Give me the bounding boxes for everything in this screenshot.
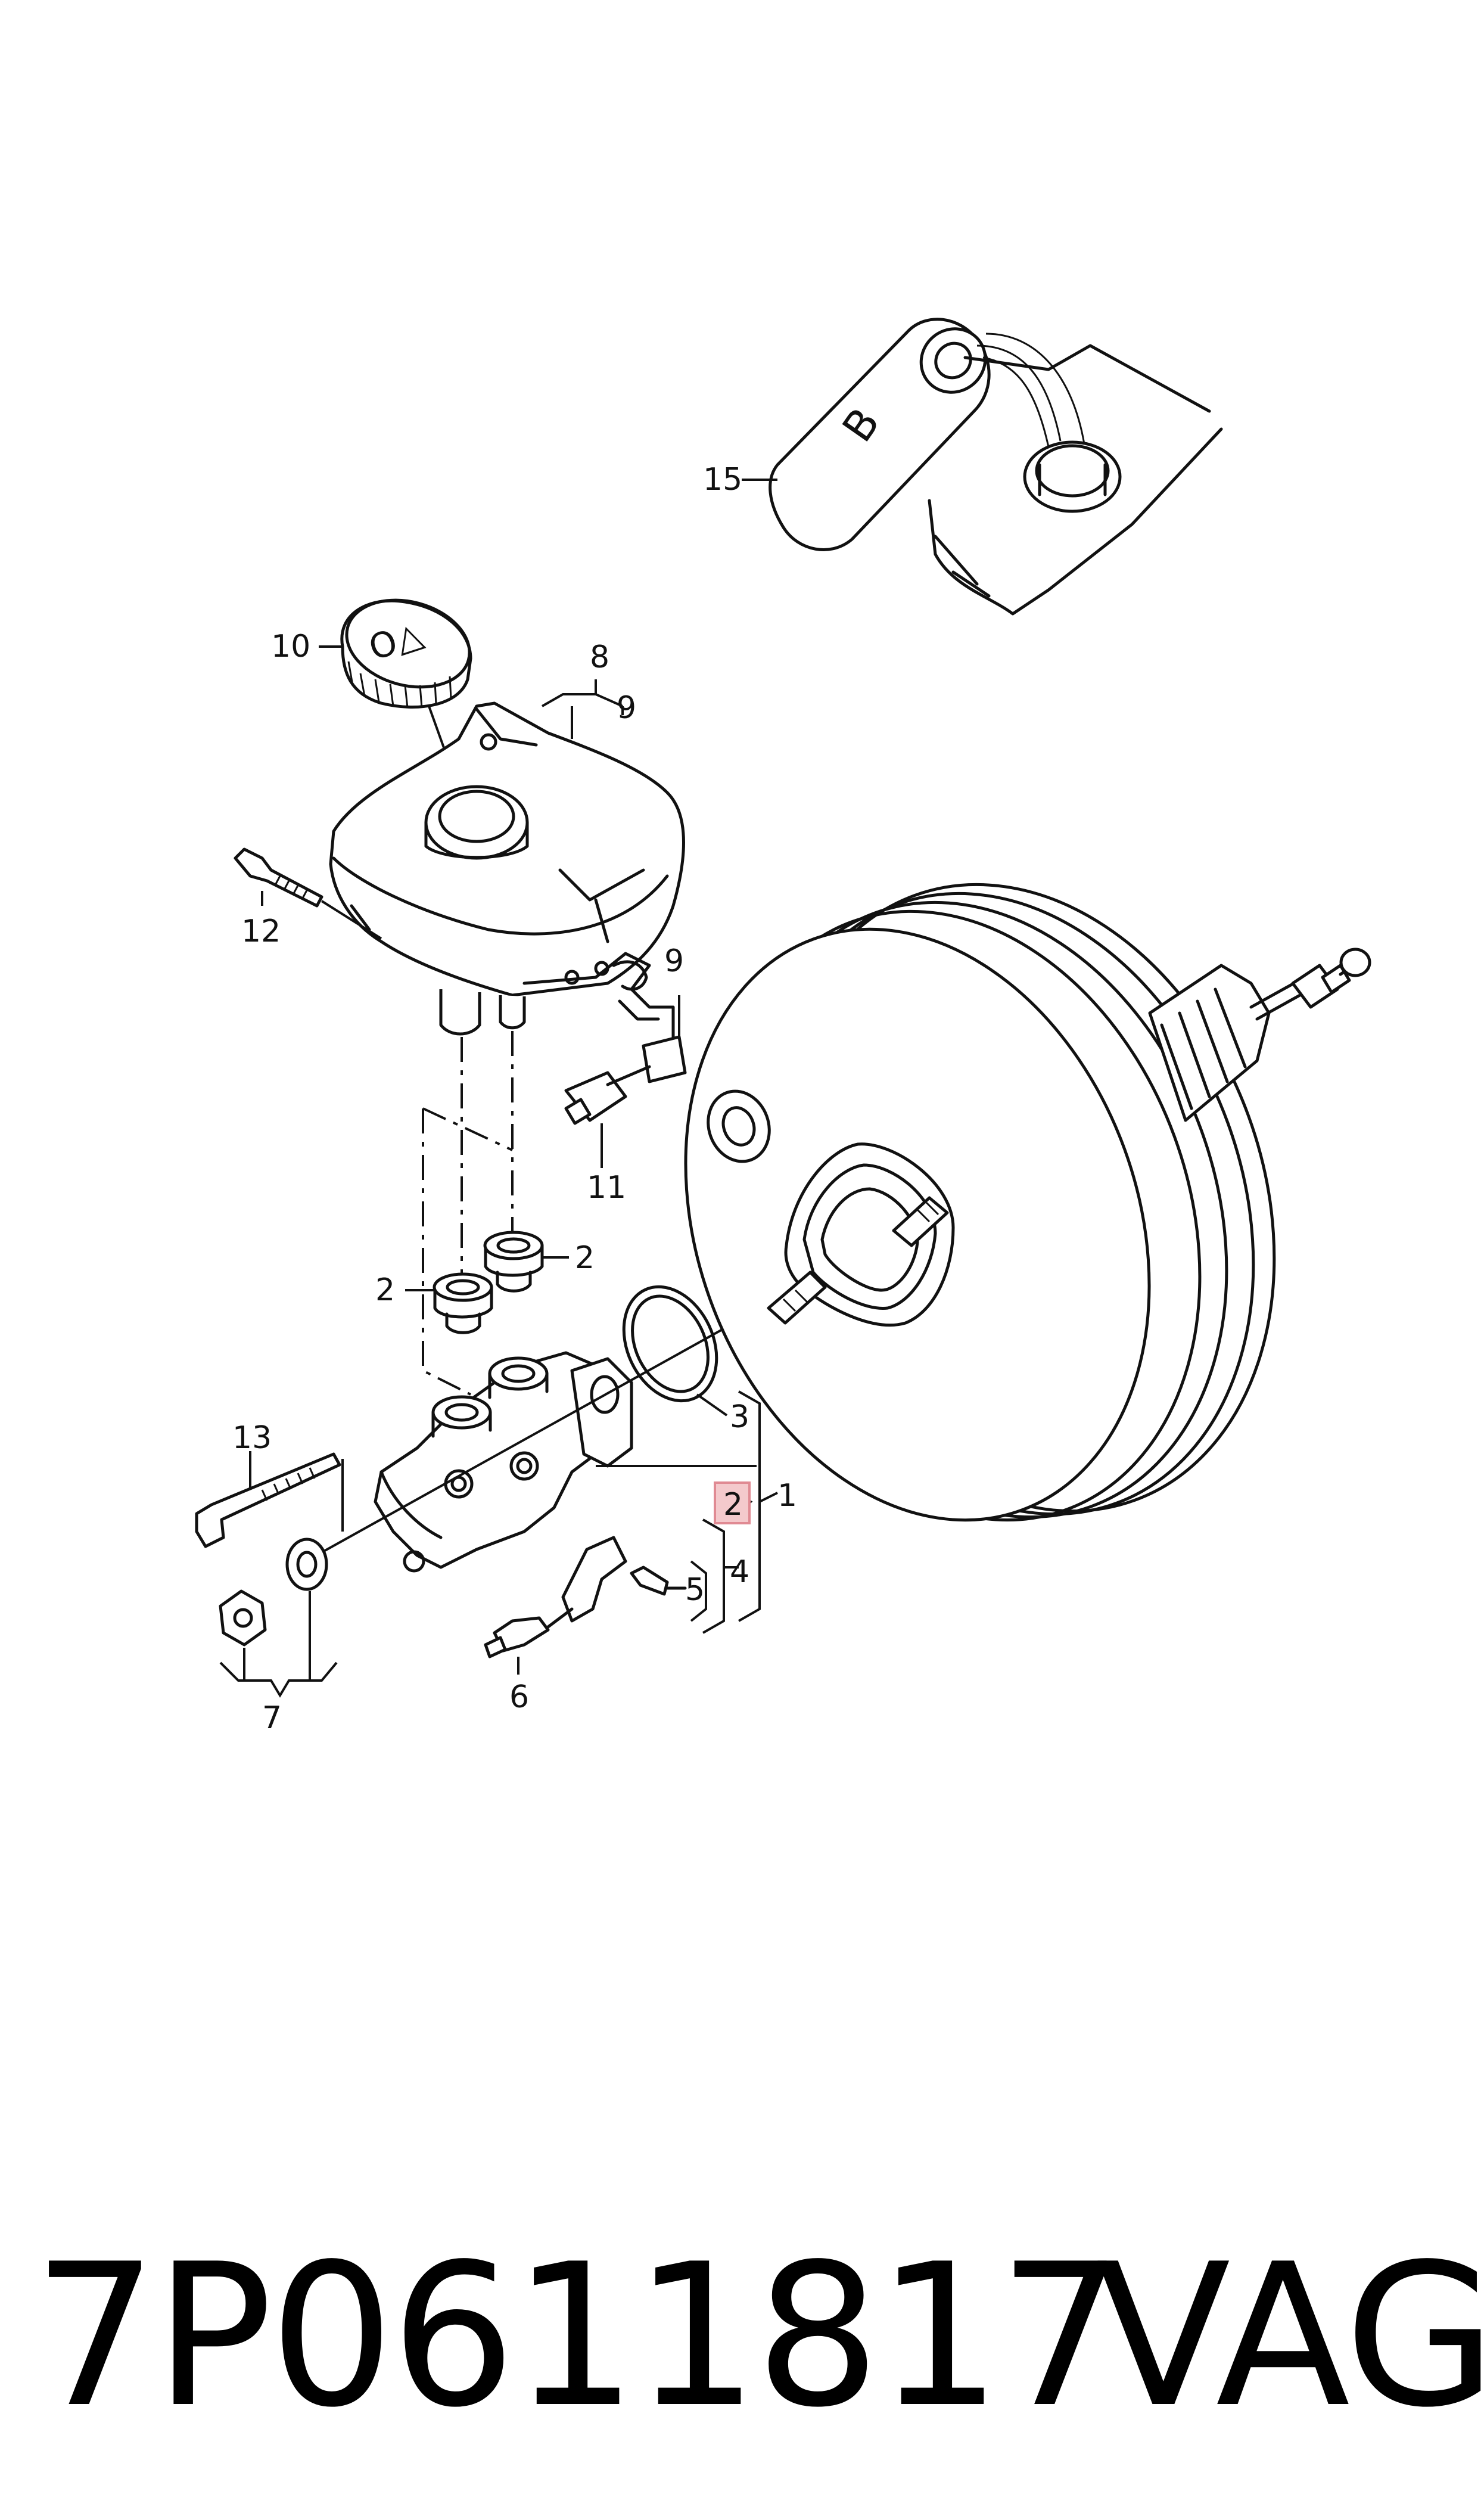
nut-washer-group: 7: [219, 1538, 338, 1736]
push-rod-clevis: [1339, 948, 1371, 977]
callout-2-highlight: 2: [723, 1487, 743, 1523]
callout-4: 4: [730, 1554, 749, 1590]
callout-13: 13: [232, 1420, 272, 1456]
level-sensor-wire: [630, 987, 675, 1057]
brake-booster-group: [684, 883, 1371, 1522]
bolt-13: [195, 1452, 341, 1548]
brand-caption: VAG: [1096, 2222, 1484, 2450]
callout-11: 11: [587, 1170, 626, 1206]
nut-7: [219, 1589, 267, 1647]
callout-7: 7: [262, 1700, 282, 1736]
callout-3: 3: [730, 1399, 749, 1435]
sensor-bracket: [561, 1536, 627, 1623]
booster-stud-lower: [767, 1271, 827, 1325]
o-ring: [622, 1285, 718, 1403]
callout-9-right: 9: [664, 943, 684, 979]
callout-2-left: 2: [375, 1272, 395, 1308]
callout-5: 5: [685, 1572, 705, 1608]
callout-10: 10: [271, 629, 310, 664]
washer-7: [285, 1538, 328, 1591]
level-sensor-connector: [642, 1035, 687, 1083]
fluid-bottle-detail: B 15: [703, 318, 1223, 616]
callout-15: 15: [703, 462, 742, 498]
reservoir-outlet-right: [499, 995, 526, 1030]
level-sensor-group: 9 11: [564, 943, 687, 1206]
callout-9-top: 9: [617, 690, 636, 726]
reservoir-corner: [928, 427, 1223, 616]
callout-8: 8: [590, 639, 609, 675]
cylinder-port-right: [488, 1356, 549, 1391]
part-number-caption: 7P0611817: [33, 2222, 1124, 2450]
screw-5: [630, 1566, 669, 1596]
callout-2-right: 2: [575, 1240, 595, 1276]
master-cylinder-group: 1 2 4: [374, 1351, 797, 1634]
grommet-left: [433, 1272, 493, 1334]
grommets-group: 2 2: [375, 1231, 595, 1334]
callout-12: 12: [241, 914, 281, 949]
reservoir-filler-neck: [1023, 440, 1122, 513]
cylinder-port-left: [431, 1395, 492, 1430]
fluid-bottle-neck: [919, 327, 987, 394]
highlight-box: [714, 1481, 751, 1524]
grommet-right: [483, 1231, 544, 1293]
bleeder-group: 5 6: [484, 1536, 707, 1715]
reservoir-outlet-left: [439, 989, 481, 1036]
booster-hole: [707, 1089, 771, 1163]
o-ring-group: 3: [622, 1285, 749, 1435]
callout-6: 6: [509, 1679, 529, 1715]
assembly-lines: [422, 1031, 514, 1396]
mounting-pin-group: 12: [234, 847, 382, 949]
callout-1: 1: [777, 1478, 797, 1514]
bolt-group: 13: [195, 1420, 344, 1548]
brake-fluid-reservoir-group: 8 9: [329, 639, 685, 1036]
